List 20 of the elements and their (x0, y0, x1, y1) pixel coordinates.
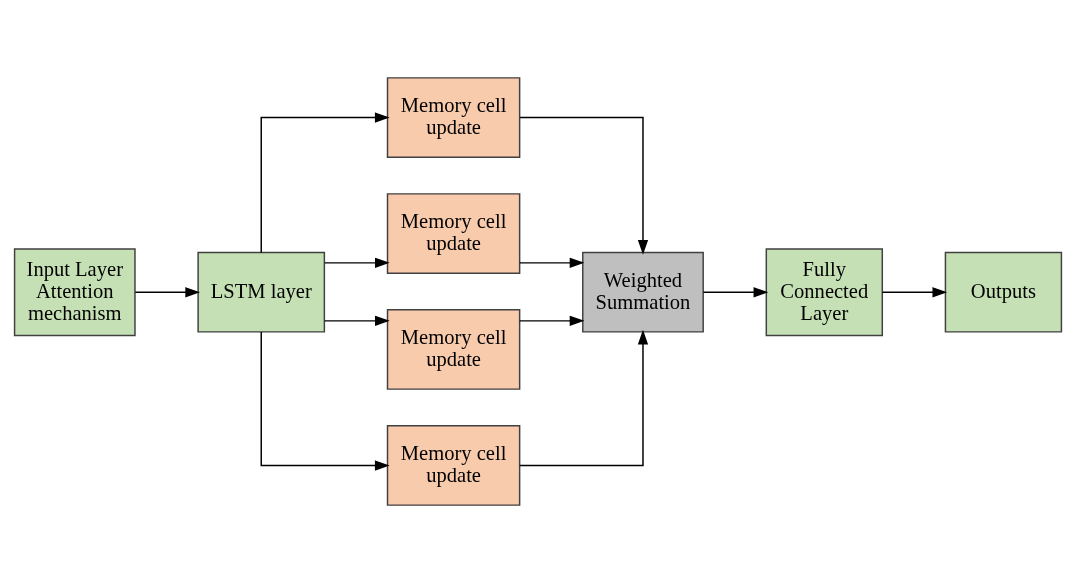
arrow (134, 287, 201, 298)
node-box: Memory cell update (386, 193, 521, 274)
arrow (881, 287, 948, 298)
arrow (260, 331, 390, 471)
arrow (260, 112, 390, 254)
arrow (702, 287, 769, 298)
node-box: LSTM layer (197, 251, 326, 333)
node-box: Weighted Summation (582, 251, 704, 333)
arrow (519, 257, 585, 268)
arrow (324, 315, 390, 326)
node-box: Memory cell update (386, 309, 521, 390)
arrow (519, 329, 649, 467)
node-box: Memory cell update (386, 77, 521, 158)
arrow (324, 257, 390, 268)
arrow (519, 315, 585, 326)
arrow (519, 116, 649, 255)
node-box: Memory cell update (386, 425, 521, 506)
node-box: Fully Connected Layer (765, 248, 884, 337)
node-box: Input Layer Attention mechanism (13, 248, 136, 337)
node-box: Outputs (944, 251, 1063, 333)
